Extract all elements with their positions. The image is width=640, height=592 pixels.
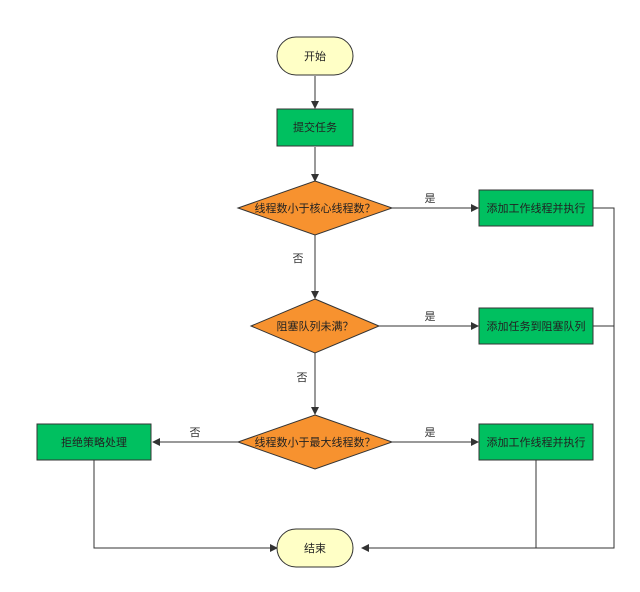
queue-check-label: 阻塞队列未满？ (277, 319, 354, 333)
core-check-label: 线程数小于核心线程数？ (255, 201, 376, 215)
add-worker-label-2: 添加工作线程并执行 (487, 435, 586, 449)
label-core-yes: 是 (425, 192, 436, 205)
max-check-label: 线程数小于最大线程数？ (255, 435, 376, 449)
add-queue-label: 添加任务到阻塞队列 (487, 319, 586, 333)
submit-task-box: 提交任务 (276, 108, 354, 147)
connectors (93, 76, 615, 552)
submit-task-label: 提交任务 (293, 120, 337, 134)
reject-label: 拒绝策略处理 (61, 435, 127, 449)
add-worker-box-2: 添加工作线程并执行 (478, 423, 594, 461)
start-node: 开始 (276, 36, 354, 76)
queue-check-diamond: 阻塞队列未满？ (249, 298, 381, 354)
edge-worker1-end (361, 207, 615, 552)
label-queue-no: 否 (297, 371, 308, 384)
max-check-diamond: 线程数小于最大线程数？ (236, 414, 394, 470)
add-worker-label-1: 添加工作线程并执行 (487, 201, 586, 215)
label-max-yes: 是 (425, 426, 436, 439)
label-queue-yes: 是 (425, 310, 436, 323)
end-node: 结束 (276, 528, 354, 568)
label-max-no: 否 (190, 426, 201, 439)
end-label: 结束 (304, 542, 326, 555)
core-check-diamond: 线程数小于核心线程数？ (236, 180, 394, 236)
start-label: 开始 (304, 49, 326, 63)
edge-reject-end (93, 460, 278, 552)
add-queue-box: 添加任务到阻塞队列 (478, 307, 594, 345)
reject-box: 拒绝策略处理 (36, 423, 152, 461)
add-worker-box-1: 添加工作线程并执行 (478, 189, 594, 227)
label-core-no: 否 (293, 252, 304, 265)
